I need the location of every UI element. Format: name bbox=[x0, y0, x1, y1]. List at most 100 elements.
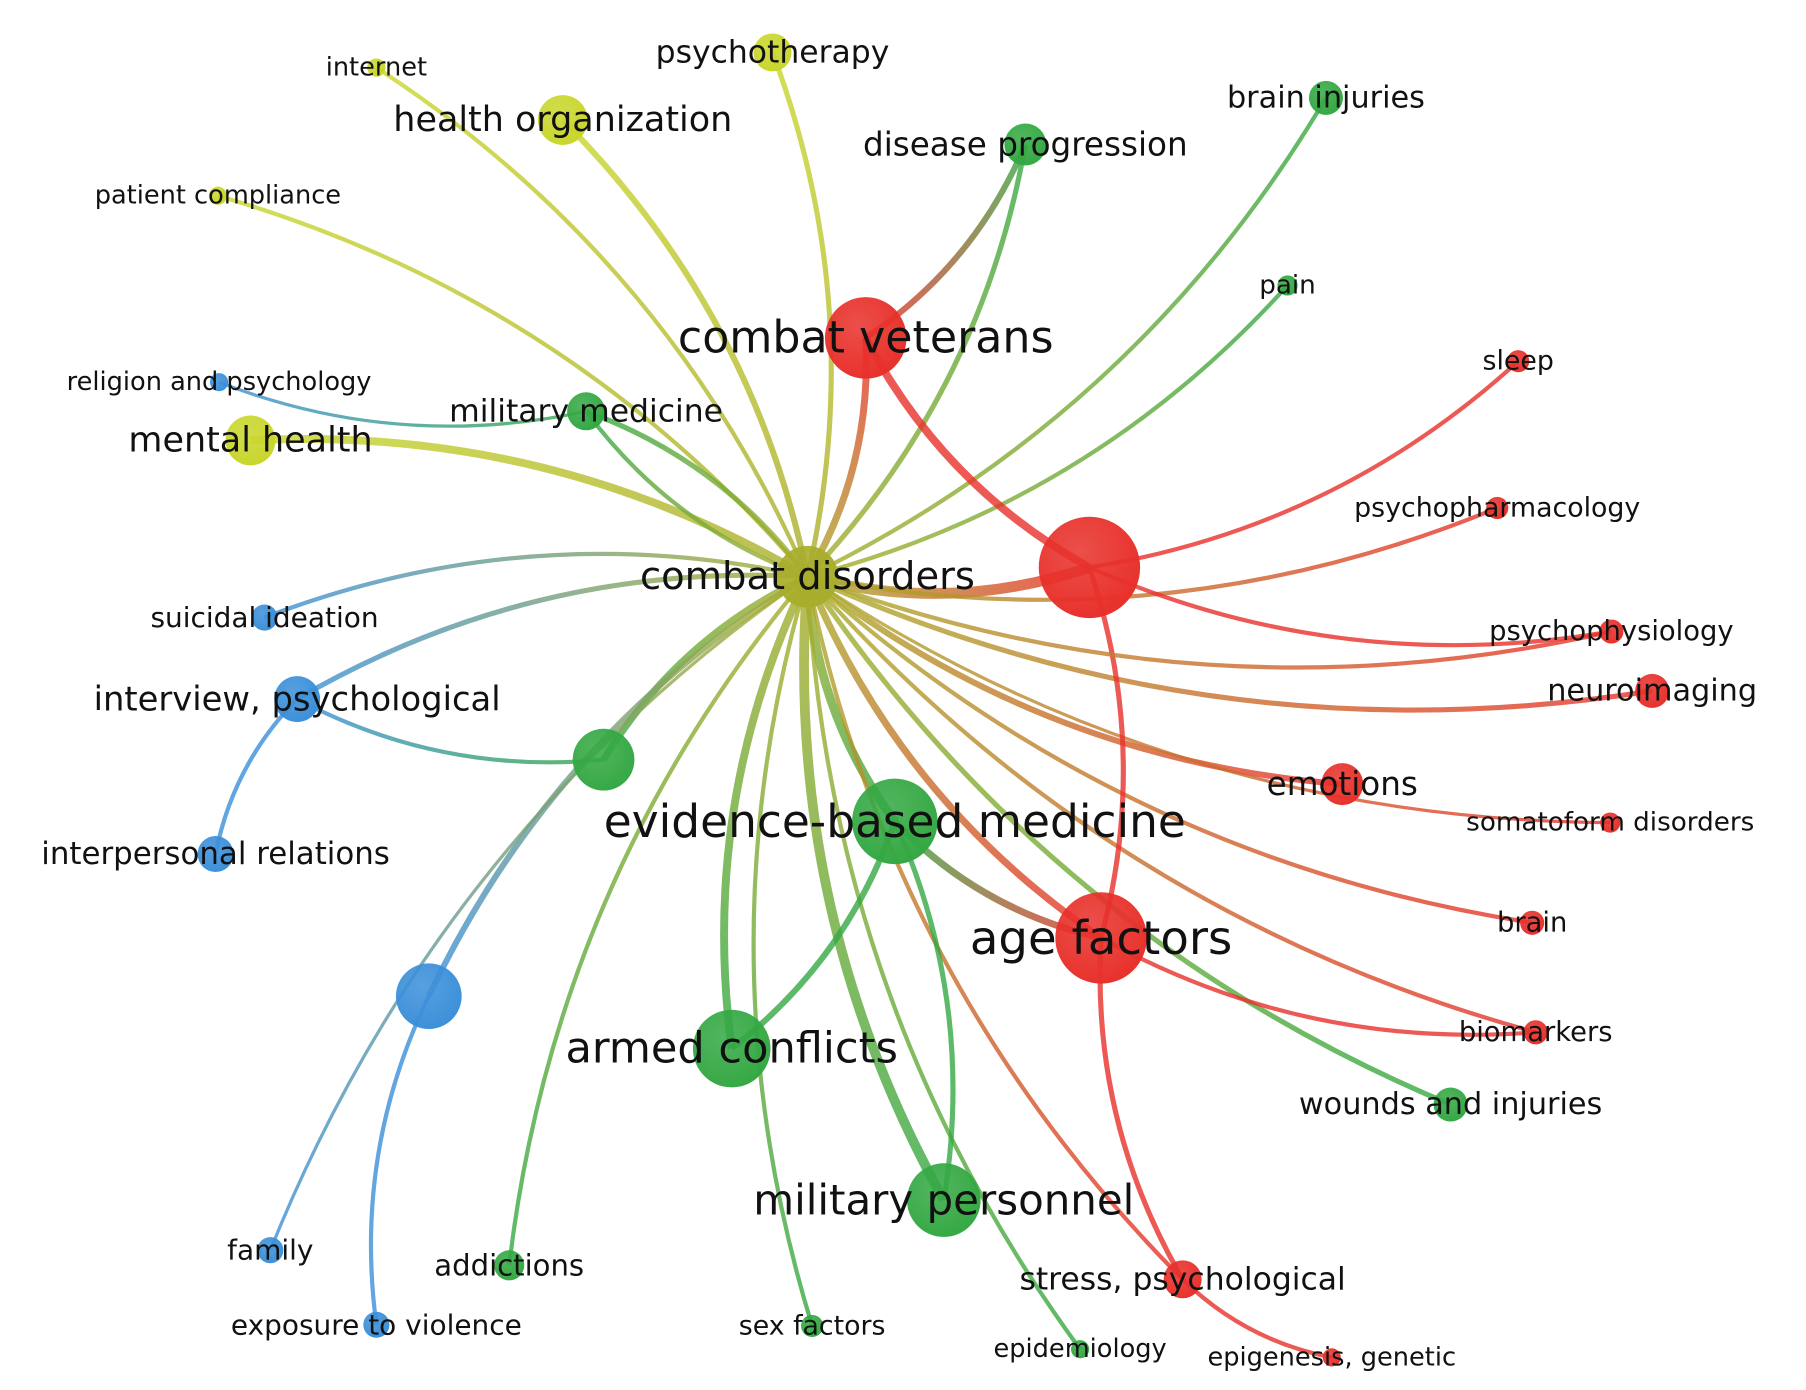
node-ni[interactable] bbox=[1635, 673, 1670, 708]
edge-cd-g0 bbox=[600, 573, 809, 762]
edge-r0-ps bbox=[1088, 565, 1612, 648]
node-sl[interactable] bbox=[1507, 350, 1530, 373]
edge-cd-mp bbox=[799, 576, 949, 1203]
edge-cd-ho bbox=[560, 117, 811, 578]
node-cv[interactable] bbox=[824, 297, 907, 379]
node-af[interactable] bbox=[1055, 892, 1147, 984]
label-in: internet bbox=[326, 53, 427, 83]
edge-sp-eg bbox=[1181, 1277, 1333, 1360]
edge-af-sp bbox=[1097, 937, 1185, 1281]
edge-cd-pt bbox=[770, 51, 834, 578]
edge-r0-sl bbox=[1089, 359, 1520, 570]
edge-cd-ps bbox=[806, 574, 1612, 670]
edge-cd-ni bbox=[806, 574, 1653, 713]
node-mh[interactable] bbox=[225, 415, 276, 466]
node-g0[interactable] bbox=[572, 728, 635, 791]
label-pc: patient compliance bbox=[95, 181, 341, 211]
label-mh: mental health bbox=[128, 420, 372, 460]
label-em: emotions bbox=[1267, 765, 1418, 803]
label-so: somatoform disorders bbox=[1466, 808, 1754, 838]
node-ir[interactable] bbox=[197, 836, 234, 873]
node-sp[interactable] bbox=[1163, 1260, 1202, 1299]
label-pp: psychopharmacology bbox=[1354, 492, 1640, 523]
label-rp: religion and psychology bbox=[67, 367, 372, 397]
edge-cd-wi bbox=[805, 575, 1452, 1107]
edge-cd-mm bbox=[585, 408, 810, 579]
edge-cd-pa bbox=[806, 284, 1290, 579]
node-sf[interactable] bbox=[801, 1314, 824, 1337]
node-layer bbox=[197, 33, 1670, 1367]
node-ho[interactable] bbox=[537, 95, 588, 145]
label-ps: psychophysiology bbox=[1489, 616, 1733, 647]
label-ho: health organization bbox=[393, 100, 732, 140]
edge-af-bm bbox=[1100, 936, 1536, 1037]
label-af: age factors bbox=[970, 911, 1232, 965]
node-pc[interactable] bbox=[208, 186, 227, 205]
label-pa: pain bbox=[1259, 270, 1316, 300]
node-em[interactable] bbox=[1321, 763, 1364, 806]
node-mm[interactable] bbox=[567, 392, 606, 431]
node-ac[interactable] bbox=[692, 1009, 771, 1088]
label-ad: addictions bbox=[434, 1248, 584, 1282]
node-wi[interactable] bbox=[1433, 1087, 1468, 1122]
node-dp[interactable] bbox=[1004, 123, 1047, 166]
label-sp: stress, psychological bbox=[1019, 1261, 1345, 1297]
edge-cd-dp bbox=[805, 144, 1028, 579]
node-bi[interactable] bbox=[1308, 80, 1343, 115]
label-mp: military personnel bbox=[753, 1176, 1134, 1225]
label-wi: wounds and injuries bbox=[1299, 1087, 1602, 1122]
label-layer: combat disorders combat veterans age facto… bbox=[41, 34, 1757, 1372]
label-cv: combat veterans bbox=[678, 312, 1054, 363]
label-ev: exposure to violence bbox=[231, 1308, 522, 1341]
label-cd: combat disorders bbox=[640, 554, 975, 599]
node-ip[interactable] bbox=[274, 676, 321, 723]
label-ep: epidemiology bbox=[994, 1334, 1167, 1364]
edge-ip-ir bbox=[213, 697, 299, 855]
node-fa[interactable] bbox=[257, 1237, 284, 1264]
node-ad[interactable] bbox=[494, 1250, 525, 1281]
node-ep[interactable] bbox=[1071, 1340, 1090, 1359]
edge-rp-mm bbox=[218, 380, 587, 428]
node-in[interactable] bbox=[367, 58, 386, 77]
label-ni: neuroimaging bbox=[1547, 673, 1757, 708]
label-pt: psychotherapy bbox=[656, 34, 890, 70]
edge-cd-em bbox=[805, 574, 1343, 788]
node-mp[interactable] bbox=[906, 1163, 981, 1237]
edge-cd-fa bbox=[268, 575, 809, 1251]
node-cd[interactable] bbox=[776, 545, 839, 608]
edge-cd-ac bbox=[720, 575, 812, 1050]
node-ebm[interactable] bbox=[852, 778, 938, 865]
edge-cd-af bbox=[804, 575, 1104, 941]
node-bm[interactable] bbox=[1523, 1020, 1548, 1045]
node-ev[interactable] bbox=[363, 1311, 390, 1338]
node-pt[interactable] bbox=[753, 33, 792, 72]
node-eg[interactable] bbox=[1322, 1348, 1341, 1367]
node-r0[interactable] bbox=[1038, 516, 1141, 619]
node-rp[interactable] bbox=[209, 373, 229, 392]
label-br: brain bbox=[1497, 907, 1567, 938]
edge-cd-sp bbox=[805, 576, 1185, 1281]
label-eg: epigenesis, genetic bbox=[1207, 1342, 1456, 1372]
label-ir: interpersonal relations bbox=[41, 836, 390, 872]
edge-cd-in bbox=[375, 65, 810, 578]
edge-cd-sf bbox=[751, 576, 815, 1327]
edge-cd-bm bbox=[805, 575, 1537, 1035]
node-ps[interactable] bbox=[1599, 619, 1624, 644]
label-sl: sleep bbox=[1483, 346, 1554, 377]
edge-cd-ep bbox=[805, 576, 1082, 1351]
label-ebm: evidence-based medicine bbox=[604, 795, 1186, 848]
node-so[interactable] bbox=[1600, 812, 1621, 833]
node-pa[interactable] bbox=[1277, 275, 1298, 296]
edge-ip-g0 bbox=[296, 697, 604, 765]
edge-mm-cd bbox=[584, 410, 809, 579]
edge-cd-si bbox=[263, 551, 808, 620]
node-pp[interactable] bbox=[1486, 496, 1509, 520]
label-fa: family bbox=[227, 1234, 313, 1267]
edge-layer bbox=[213, 51, 1653, 1360]
node-si[interactable] bbox=[251, 604, 278, 631]
label-bi: brain injuries bbox=[1227, 80, 1425, 115]
edge-cd-br bbox=[806, 575, 1533, 925]
node-b0[interactable] bbox=[395, 963, 462, 1030]
node-br[interactable] bbox=[1520, 910, 1545, 935]
